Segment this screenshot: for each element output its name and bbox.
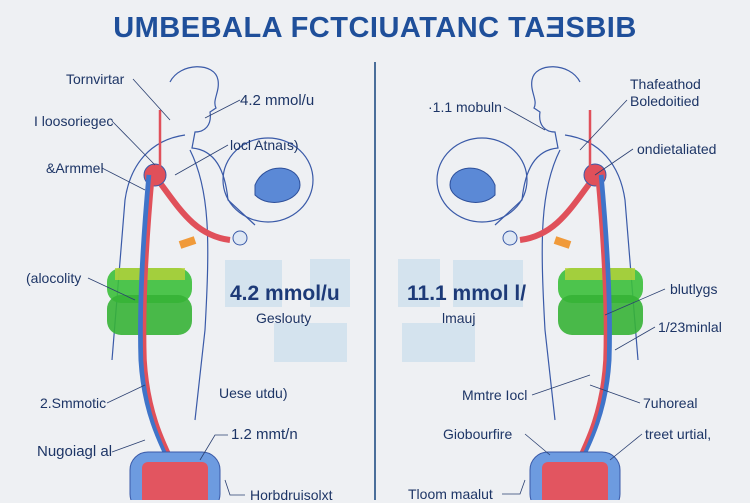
info-box <box>398 259 440 307</box>
info-box <box>453 260 523 307</box>
label: treet urtial, <box>645 426 712 442</box>
reading-caption-right: lmauj <box>442 310 476 326</box>
label: Tloom maalut <box>408 486 493 502</box>
info-box <box>225 260 282 307</box>
label: &Armmel <box>46 160 104 176</box>
diagram-title: UMBEBALA FCTCIUATANC TAƎSBIB <box>113 12 637 44</box>
label: Nugoiagl al <box>37 443 113 460</box>
label: ondietaliated <box>637 141 717 157</box>
label: Giobourfire <box>443 426 513 442</box>
glucose-reading-left: 4.2 mmol/u <box>230 282 340 305</box>
label: locl Atnaıs) <box>230 137 299 153</box>
label: Uese utdu) <box>219 385 288 401</box>
label: (alocolity <box>26 270 82 286</box>
label: Mmtre Iocl <box>462 387 528 403</box>
info-box <box>274 323 347 362</box>
label: 7uhoreal <box>643 395 698 411</box>
center-divider <box>374 62 376 500</box>
info-box <box>402 323 475 362</box>
label: ·1.1 mobuln <box>428 99 502 115</box>
glucose-reading-right: 11.1 mmol l/ <box>407 282 527 305</box>
label: 1.2 mmt/n <box>231 426 298 443</box>
label: Tornvirtar <box>66 71 125 87</box>
label: blutlygs <box>670 281 718 297</box>
reading-caption-left: Geslouty <box>256 310 312 326</box>
label: 1/23minlal <box>658 319 722 335</box>
info-box <box>310 259 350 307</box>
label: I loosoriegec <box>34 113 114 129</box>
label: 2.Smmotic <box>40 395 107 411</box>
label: Thafeathod <box>630 76 701 92</box>
label: Boledoitied <box>630 93 700 109</box>
label: Horbdruisolxt <box>250 487 333 503</box>
label: 4.2 mmol/u <box>240 92 315 109</box>
